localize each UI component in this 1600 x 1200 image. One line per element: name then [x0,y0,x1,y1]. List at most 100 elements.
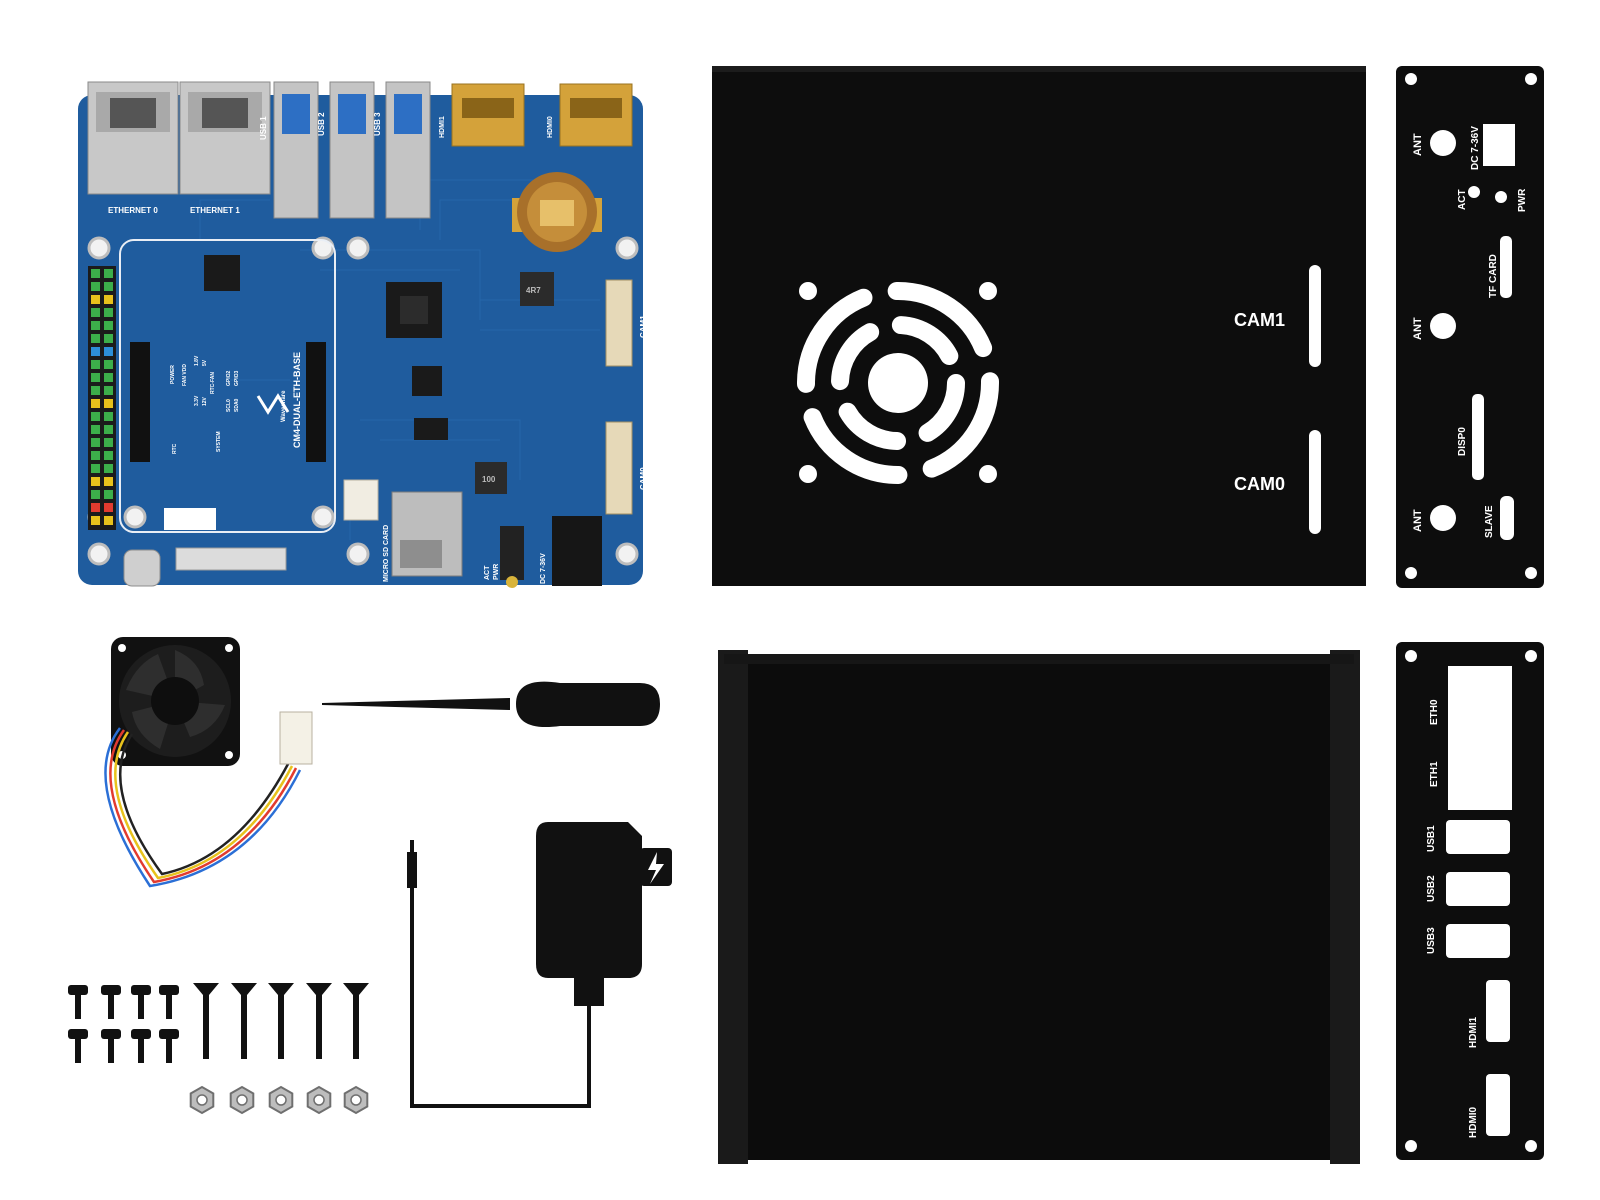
gpio-pin [91,269,100,278]
front-act-label: ACT [1457,189,1468,210]
v12-label: 12V [202,396,208,406]
long-screw [193,983,219,1059]
gpio-pin [91,360,100,369]
gpio-pin [91,308,100,317]
pcb-board: ETHERNET 0 ETHERNET 1 USB 1 USB 2 USB 3 … [78,81,648,588]
front-disp0-label: DISP0 [1457,427,1468,456]
dc-jack [552,516,602,586]
gpio-pin [104,373,113,382]
rear-usb2-label: USB2 [1426,875,1437,902]
usb3-cutout [1446,924,1510,958]
rear-hdmi0-label: HDMI0 [1468,1106,1479,1138]
inductor-4r7-label: 4R7 [526,286,541,295]
board-dc-label: DC 7-36V [540,553,547,584]
gpio-pin [91,347,100,356]
ethernet-chip [204,255,240,291]
gpio-pin [91,399,100,408]
slave-port-hole [1500,496,1514,540]
case-shell-body [724,654,1354,1160]
dc-jack-hole [1483,124,1515,166]
gpio-pin [104,347,113,356]
gpio-pin [91,438,100,447]
ethernet-0-label: ETHERNET 0 [108,206,158,215]
hdmi-1-label: HDMI1 [439,116,446,138]
adapter-cable [410,884,591,1108]
cam0-fpc-connector [605,421,633,515]
usb-3-label: USB 3 [373,112,382,136]
gpio-pin [91,516,100,525]
adapter-plug [407,852,417,888]
cover-cam1-label: CAM1 [1234,310,1285,330]
v5-label: 5V [202,359,208,366]
rear-eth0-label: ETH0 [1429,699,1440,725]
gpio-pin [104,282,113,291]
mounting-holes [87,236,639,566]
fan-grille [797,282,999,484]
front-pwr-label: PWR [1517,188,1528,212]
cooling-fan [104,637,313,888]
long-screw [343,983,369,1059]
hex-nut [343,1085,369,1115]
screws-and-nuts [68,983,369,1115]
short-screw [159,985,179,1019]
fan-header [343,479,379,521]
gpio3-label: GPIO3 [234,370,240,386]
fan-hub [151,677,199,725]
gpio-pin [91,373,100,382]
usb-port-2 [329,81,375,219]
screwdriver-handle [516,681,660,728]
aux-chip [412,366,442,396]
gpio-pin [91,425,100,434]
hdmi-0-label: HDMI0 [547,116,554,138]
gpio-pin [104,464,113,473]
gpio-pin [91,464,100,473]
tf-card-slot [1500,236,1512,298]
inductor-4r7 [520,272,554,306]
gpio-pin [104,269,113,278]
gpio-pin [104,490,113,499]
silkscreen-block: CM4-DUAL-ETH-BASE Waveshare POWER FAN VD… [170,352,302,454]
inductor-100 [475,462,507,494]
case-shell-rail-right [1330,650,1360,1164]
gpio-pin [104,516,113,525]
long-screw [268,983,294,1059]
label-sticker [164,508,216,530]
cm4-outline [119,239,336,533]
ant-hole-3 [1430,505,1456,531]
usb-port-1 [273,81,319,219]
front-ant-label-3: ANT [1412,509,1424,532]
ant-hole-2 [1430,313,1456,339]
gpio-pin [104,321,113,330]
cam1-slot [1309,265,1321,367]
lightning-bolt-icon [648,852,664,884]
short-screw [101,1029,121,1063]
hex-nut [189,1085,215,1115]
gpio-pin [104,477,113,486]
cam0-slot [1309,430,1321,534]
adapter-body [536,822,642,978]
rtc-label: RTC [172,443,178,454]
display-fpc-connector [175,547,287,571]
gpio-pin [91,321,100,330]
short-screw [68,1029,88,1063]
front-dc-label: DC 7-36V [1470,126,1481,170]
board-act-label: ACT [484,565,491,580]
gpio-pin [104,386,113,395]
hdmi0-cutout [1486,1074,1510,1136]
gpio-pin [104,334,113,343]
usb-c-port [123,549,161,587]
act-led-hole [1468,186,1480,198]
inductor-100-label: 100 [482,475,496,484]
top-cover: CAM1 CAM0 [712,66,1366,586]
board-cam1-label: CAM1 [639,315,648,338]
board-model-label: CM4-DUAL-ETH-BASE [292,352,302,448]
scl0-label: SCL0 [226,399,232,412]
short-screw [101,985,121,1019]
gpio-pin [91,282,100,291]
rear-hdmi1-label: HDMI1 [1468,1016,1479,1048]
screwdriver [322,681,660,728]
usb-1-label: USB 1 [259,116,268,140]
rtc-fan-label: RTC-FAN [210,372,216,394]
short-screw [68,985,88,1019]
